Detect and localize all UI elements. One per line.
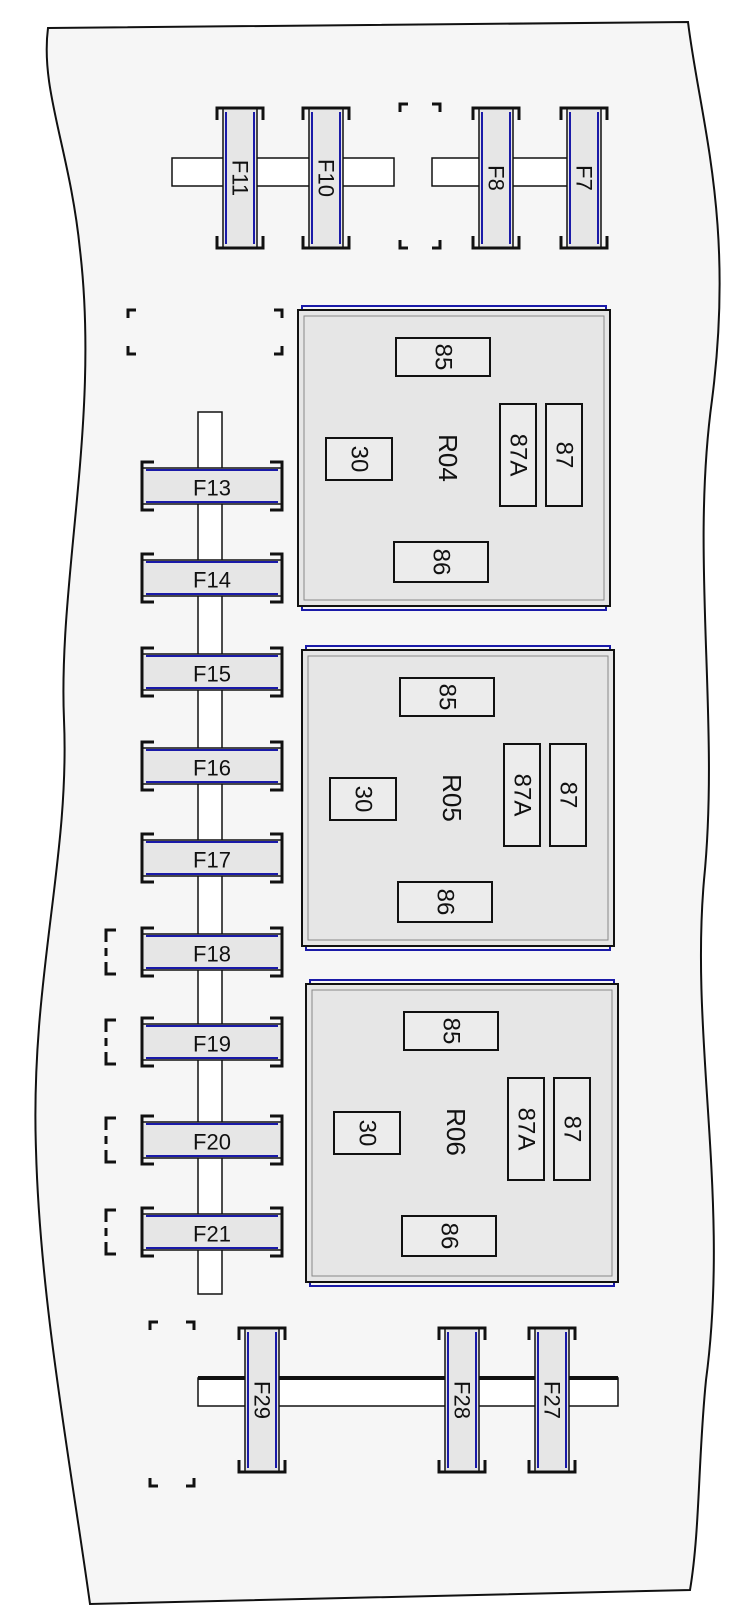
fuse-f8[interactable]: F8: [471, 106, 521, 250]
relay-pin-85: 85: [403, 1011, 499, 1051]
side-clip: [104, 928, 116, 976]
fuse-label: F21: [193, 1222, 231, 1247]
relay-pin-label: 87: [559, 1116, 586, 1143]
fuse-label: F27: [540, 1381, 565, 1419]
relay-pin-85: 85: [399, 677, 495, 717]
relay-pin-30: 30: [325, 437, 393, 481]
relay-pin-label: 86: [436, 1223, 463, 1250]
relay-label: R04: [433, 434, 463, 482]
fuse-label: F29: [250, 1381, 275, 1419]
relay-pin-86: 86: [397, 881, 493, 923]
fuse-f18[interactable]: F18: [140, 926, 284, 978]
relay-label: R05: [437, 774, 467, 822]
relay-pin-87: 87: [545, 403, 583, 507]
empty-slot-bottom: [148, 1320, 196, 1488]
relay-pin-86: 86: [401, 1215, 497, 1257]
relay-pin-label: 85: [438, 1018, 465, 1045]
relay-pin-87a: 87A: [503, 743, 541, 847]
side-clip: [104, 1208, 116, 1256]
fuse-label: F18: [193, 942, 231, 967]
fuse-f17[interactable]: F17: [140, 832, 284, 884]
fuse-f29[interactable]: F29: [237, 1326, 287, 1474]
relay-pin-87: 87: [553, 1077, 591, 1181]
side-clip: [104, 1018, 116, 1066]
fuse-label: F8: [484, 165, 509, 191]
empty-slot-upper-left: [126, 308, 284, 356]
relay-pin-label: 85: [430, 344, 457, 371]
relay-pin-label: 87A: [505, 434, 532, 477]
relay-pin-label: 87A: [513, 1108, 540, 1151]
relay-pin-label: 30: [350, 786, 377, 813]
relay-pin-label: 30: [346, 446, 373, 473]
relay-pin-30: 30: [333, 1111, 401, 1155]
fuse-f14[interactable]: F14: [140, 552, 284, 604]
relay-pin-label: 87A: [509, 774, 536, 817]
fuse-label: F19: [193, 1032, 231, 1057]
fuse-f19[interactable]: F19: [140, 1016, 284, 1068]
fuse-label: F7: [572, 165, 597, 191]
relay-pin-30: 30: [329, 777, 397, 821]
relay-pin-label: 30: [354, 1120, 381, 1147]
fuse-f15[interactable]: F15: [140, 646, 284, 698]
fuse-f27[interactable]: F27: [527, 1326, 577, 1474]
fuse-label: F13: [193, 476, 231, 501]
relay-pin-85: 85: [395, 337, 491, 377]
fuse-label: F16: [193, 756, 231, 781]
fuse-f11[interactable]: F11: [215, 106, 265, 250]
fuse-f13[interactable]: F13: [140, 460, 284, 512]
side-clip: [104, 1116, 116, 1164]
relay-r05[interactable]: 85 86 30 87A 87 R05: [301, 645, 615, 951]
fuse-label: F17: [193, 848, 231, 873]
fuse-label: F10: [314, 159, 339, 197]
empty-slot-top: [398, 102, 442, 250]
fuse-label: F20: [193, 1130, 231, 1155]
relay-label: R06: [441, 1108, 471, 1156]
fuse-label: F15: [193, 662, 231, 687]
fuse-label: F28: [450, 1381, 475, 1419]
relay-pin-87a: 87A: [507, 1077, 545, 1181]
relay-pin-label: 85: [434, 684, 461, 711]
relay-pin-label: 86: [432, 889, 459, 916]
fuse-label: F11: [228, 160, 253, 196]
relay-pin-86: 86: [393, 541, 489, 583]
fuse-f7[interactable]: F7: [559, 106, 609, 250]
fuse-label: F14: [193, 568, 231, 593]
relay-r06[interactable]: 85 86 30 87A 87 R06: [305, 979, 619, 1287]
relay-pin-label: 86: [428, 549, 455, 576]
relay-pin-87a: 87A: [499, 403, 537, 507]
top-bus-bar-left: [171, 157, 395, 187]
fuse-f20[interactable]: F20: [140, 1114, 284, 1166]
fuse-f28[interactable]: F28: [437, 1326, 487, 1474]
relay-pin-87: 87: [549, 743, 587, 847]
fuse-f10[interactable]: F10: [301, 106, 351, 250]
relay-r04[interactable]: 85 86 30 87A 87 R04: [297, 305, 611, 611]
relay-pin-label: 87: [555, 782, 582, 809]
fuse-f16[interactable]: F16: [140, 740, 284, 792]
relay-pin-label: 87: [551, 442, 578, 469]
fuse-f21[interactable]: F21: [140, 1206, 284, 1258]
